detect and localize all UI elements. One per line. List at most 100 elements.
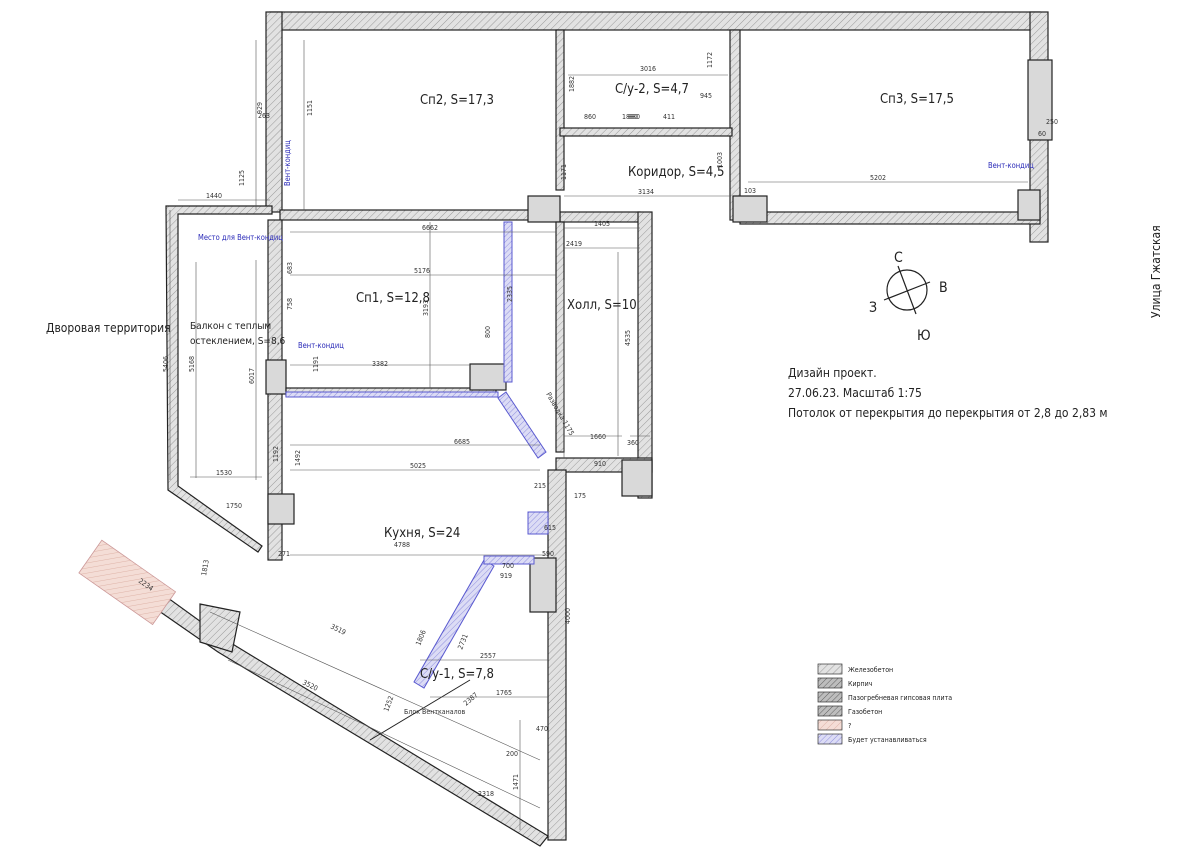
- dim-3134: 3134: [638, 188, 654, 196]
- dim-60: 60: [1038, 130, 1046, 138]
- wall-sp2-sp1: [279, 209, 531, 221]
- column-3: [1017, 189, 1041, 221]
- dim-2318: 2318: [478, 790, 494, 798]
- vent-block-label: Блок Вентканалов: [404, 708, 466, 716]
- dim-800: 800: [484, 326, 492, 338]
- dim-860: 860: [584, 113, 596, 121]
- pink-zone: [78, 539, 177, 626]
- dim-2387: 2387: [462, 691, 479, 707]
- design-note: Дизайн проект. 27.06.23. Масштаб 1:75 По…: [788, 366, 1108, 420]
- dim-590: 590: [542, 550, 554, 558]
- dim-615: 615: [544, 524, 556, 532]
- dim-758: 758: [286, 298, 294, 310]
- dim-1172: 1172: [706, 52, 714, 68]
- su1-inner-wall: [369, 679, 471, 741]
- room-sp3: Сп3, S=17,5: [880, 92, 954, 107]
- dim-200: 200: [506, 750, 518, 758]
- legend-swatch-4: [817, 719, 843, 731]
- dim-1471: 1471: [512, 774, 520, 790]
- dim-3382: 3382: [372, 360, 388, 368]
- dim-910: 910: [594, 460, 606, 468]
- dim-929: 929: [256, 102, 264, 114]
- dim-5406: 5406: [162, 356, 170, 372]
- room-sp2: Сп2, S=17,3: [420, 93, 494, 108]
- dim-1530: 1530: [216, 469, 232, 477]
- dim-3016: 3016: [640, 65, 656, 73]
- dim-411: 411: [663, 113, 675, 121]
- dim-1765: 1765: [496, 689, 512, 697]
- partition-planned-5: [483, 555, 535, 565]
- partition-planned-1: [503, 221, 513, 383]
- note-line2: 27.06.23. Масштаб 1:75: [788, 386, 922, 400]
- dim-1125: 1125: [238, 170, 246, 186]
- room-labels: Сп2, S=17,3 С/у-2, S=4,7 Сп3, S=17,5 Кор…: [190, 82, 954, 682]
- dim-3519: 3519: [329, 623, 347, 637]
- balcony-wall: [165, 205, 273, 553]
- column-2: [732, 195, 768, 223]
- dim-1880: 1880: [622, 113, 638, 121]
- dim-215: 215: [534, 482, 546, 490]
- note-line1: Дизайн проект.: [788, 366, 877, 380]
- dim-1405: 1405: [594, 220, 610, 228]
- compass: С В Ю З: [869, 250, 948, 344]
- dim-360: 360: [627, 439, 639, 447]
- column-kitchen-low: [199, 603, 241, 653]
- dim-1750: 1750: [226, 502, 242, 510]
- legend-label-3: Газобетон: [848, 708, 882, 716]
- vent-label-sp1: Вент-кондиц: [298, 341, 344, 350]
- dim-1492: 1492: [294, 450, 302, 466]
- legend-label-5: Будет устанавливаться: [848, 736, 927, 744]
- dim-470: 470: [536, 725, 548, 733]
- dim-1191: 1191: [312, 356, 320, 372]
- dim-103: 103: [744, 187, 756, 195]
- dim-1252: 1252: [382, 695, 395, 713]
- legend-label-1: Кирпич: [848, 680, 873, 688]
- dim-6685: 6685: [454, 438, 470, 446]
- dimension-lines: [169, 40, 1028, 830]
- walls: [78, 11, 1053, 847]
- dim-1192: 1192: [272, 446, 280, 462]
- column-hall: [621, 459, 653, 497]
- legend-label-0: Железобетон: [848, 666, 893, 674]
- dim-2557: 2557: [480, 652, 496, 660]
- vent-place-label: Место для Вент-кондиц: [198, 233, 283, 242]
- compass-south: Ю: [917, 328, 931, 344]
- legend-swatch-0: [817, 663, 843, 675]
- dim-1660: 1660: [590, 433, 606, 441]
- compass-circle: [886, 269, 928, 311]
- street-label: Улица Гжатская: [1149, 225, 1163, 318]
- vent-label-sp3: Вент-кондиц: [988, 161, 1034, 170]
- dimension-texts: 3016 1172 1882 945 860 880 411 1003 1171…: [137, 52, 1058, 798]
- wall-su2-sp3: [729, 29, 741, 221]
- window-sp3: [1027, 59, 1053, 141]
- room-balcony-line2: остеклением, S=8,6: [190, 336, 286, 347]
- dim-1151: 1151: [306, 100, 314, 116]
- room-sp1: Сп1, S=12,8: [356, 291, 430, 306]
- dim-5168: 5168: [188, 356, 196, 372]
- dim-5025: 5025: [410, 462, 426, 470]
- dim-2335: 2335: [506, 286, 514, 302]
- dim-1882: 1882: [568, 76, 576, 92]
- room-corridor: Коридор, S=4,5: [628, 165, 724, 180]
- wall-su2-bottom: [559, 127, 733, 137]
- dim-3193: 3193: [422, 300, 430, 316]
- dim-4788: 4788: [394, 541, 410, 549]
- dim-1440: 1440: [206, 192, 222, 200]
- dim-6017: 6017: [248, 368, 256, 384]
- legend-swatch-2: [817, 691, 843, 703]
- dim-919: 919: [500, 572, 512, 580]
- room-balcony-line1: Балкон с теплым: [190, 321, 271, 332]
- dim-6662: 6662: [422, 224, 438, 232]
- column-sp1-2: [469, 363, 507, 391]
- legend: Железобетон Кирпич Пазогребневая гипсова…: [817, 663, 952, 745]
- dim-880: 880: [628, 113, 640, 121]
- legend-swatch-3: [817, 705, 843, 717]
- yard-label: Дворовая территория: [46, 321, 171, 335]
- dim-1806: 1806: [414, 629, 427, 647]
- dim-945: 945: [700, 92, 712, 100]
- legend-swatch-1: [817, 677, 843, 689]
- dim-2731: 2731: [456, 633, 469, 651]
- dim-1813: 1813: [200, 559, 211, 576]
- note-line3: Потолок от перекрытия до перекрытия от 2…: [788, 406, 1108, 420]
